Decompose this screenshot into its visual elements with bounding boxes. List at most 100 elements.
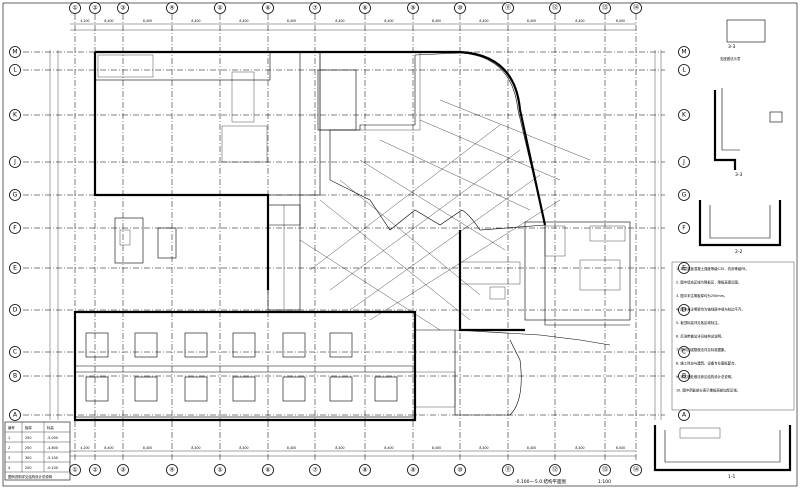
col-axis-label: ⑪ <box>505 466 511 474</box>
col-axis-label: ⑪ <box>505 4 511 12</box>
col-axis-label: ⑬ <box>602 466 608 474</box>
dimension-text: 4,200 <box>80 446 89 450</box>
col-axis-label: ① <box>72 467 77 474</box>
row-axis-label: J <box>13 159 16 166</box>
row-axis-bubble <box>678 222 690 234</box>
row-axis-label: B <box>682 373 686 380</box>
row-axis-bubble <box>678 409 690 421</box>
note-line: 10. 图中阴影部分表示楼板局部加厚区域。 <box>676 388 740 393</box>
row-axis-bubble <box>678 156 690 168</box>
drawing-scale: 1:100 <box>598 479 611 485</box>
dimension-text: 8,400 <box>479 19 488 23</box>
col-axis-bubble <box>599 464 611 476</box>
row-axis-label: L <box>13 67 17 74</box>
row-axis-bubble <box>9 346 21 358</box>
building-plan <box>73 50 631 422</box>
section-label: 3-3 <box>735 172 742 178</box>
note-line: 1. 本层梁板混凝土强度等级C35，抗渗等级P8。 <box>676 266 749 271</box>
row-axis-bubble <box>9 189 21 201</box>
dimension-text: 8,400 <box>287 19 296 23</box>
col-axis-bubble <box>502 2 514 14</box>
note-line: 8. 施工时应与建筑、设备专业图纸配合。 <box>676 361 738 366</box>
legend-cell: 250 <box>25 436 31 440</box>
col-axis-label: ⑨ <box>410 467 415 474</box>
legend-cell: 标高 <box>47 425 54 430</box>
row-axis-label: A <box>13 412 18 419</box>
col-axis-bubble <box>69 2 81 14</box>
col-axis-bubble <box>89 2 101 14</box>
col-axis-bubble <box>69 464 81 476</box>
row-axis-label: K <box>682 112 687 119</box>
col-axis-label: ⑥ <box>265 467 270 474</box>
note-line: 9. 未注明处做法参见结构设计总说明。 <box>676 374 735 379</box>
row-axis-label: K <box>13 112 18 119</box>
legend-cell: 板厚 <box>25 425 32 430</box>
col-axis-label: ③ <box>120 5 125 12</box>
col-axis-bubble <box>117 2 129 14</box>
legend-cell: -5.000 <box>47 436 58 440</box>
col-axis-label: ⑬ <box>602 4 608 12</box>
col-axis-bubble <box>359 464 371 476</box>
dimension-text: 8,400 <box>527 446 536 450</box>
row-axis-label: E <box>13 265 17 272</box>
col-axis-bubble <box>407 464 419 476</box>
col-axis-bubble <box>630 464 642 476</box>
col-axis-bubble <box>549 2 561 14</box>
col-axis-bubble <box>166 2 178 14</box>
row-axis-label: B <box>13 373 17 380</box>
legend-cell: 200 <box>25 466 31 470</box>
dimension-text: 8,400 <box>104 19 113 23</box>
legend-table <box>4 421 71 481</box>
col-axis-bubble <box>502 464 514 476</box>
col-axis-label: ⑫ <box>552 4 558 12</box>
row-axis-bubble <box>9 222 21 234</box>
row-axis-bubble <box>9 409 21 421</box>
dimension-text: 8,400 <box>191 19 200 23</box>
text-layer: 1. 本层梁板混凝土强度等级C35，抗渗等级P8。2. 图中填充区域为降板区，降… <box>8 44 749 485</box>
legend-cell: 4 <box>8 466 10 470</box>
dimension-text: 8,400 <box>479 446 488 450</box>
dimension-text: 8,400 <box>575 446 584 450</box>
col-axis-label: ⑦ <box>312 467 318 474</box>
row-axis-bubble <box>9 370 21 382</box>
col-axis-label: ⑤ <box>217 467 222 474</box>
legend-cell: 1 <box>8 436 10 440</box>
row-axis-label: E <box>682 265 686 272</box>
col-axis-bubble <box>214 2 226 14</box>
dimension-text: 8,400 <box>191 446 200 450</box>
col-axis-label: ⑤ <box>217 5 222 12</box>
legend-cell: -0.100 <box>47 466 58 470</box>
notes-block <box>671 261 795 411</box>
dimension-text: 6,000 <box>616 446 625 450</box>
dimension-text: 8,400 <box>335 446 344 450</box>
section-label: 1-1 <box>728 474 735 480</box>
row-axis-label: C <box>682 349 686 356</box>
legend-cell: 2 <box>8 446 10 450</box>
col-axis-bubble <box>454 2 466 14</box>
col-axis-label: ① <box>72 5 77 12</box>
col-axis-label: ⑭ <box>633 4 639 12</box>
col-axis-bubble <box>454 464 466 476</box>
col-axis-label: ③ <box>120 467 125 474</box>
dimension-text: 6,000 <box>616 19 625 23</box>
col-axis-label: ⑩ <box>457 5 462 12</box>
dimension-text: 8,400 <box>143 446 152 450</box>
dimension-text: 8,400 <box>432 446 441 450</box>
dimension-texts: 4,2004,2008,4008,4008,4008,4008,4008,400… <box>80 19 625 450</box>
col-axis-bubble <box>359 2 371 14</box>
row-axis-label: G <box>682 192 687 199</box>
dimension-text: 8,400 <box>239 446 248 450</box>
col-axis-label: ⑥ <box>265 5 270 12</box>
row-axis-label: M <box>681 49 686 56</box>
row-axis-label: G <box>13 192 18 199</box>
col-axis-label: ② <box>92 467 98 474</box>
col-axis-bubble <box>262 2 274 14</box>
legend-cell: 3 <box>8 456 10 460</box>
dimension-text: 8,400 <box>384 446 393 450</box>
dimension-text: 8,400 <box>575 19 584 23</box>
row-axis-bubble <box>9 46 21 58</box>
